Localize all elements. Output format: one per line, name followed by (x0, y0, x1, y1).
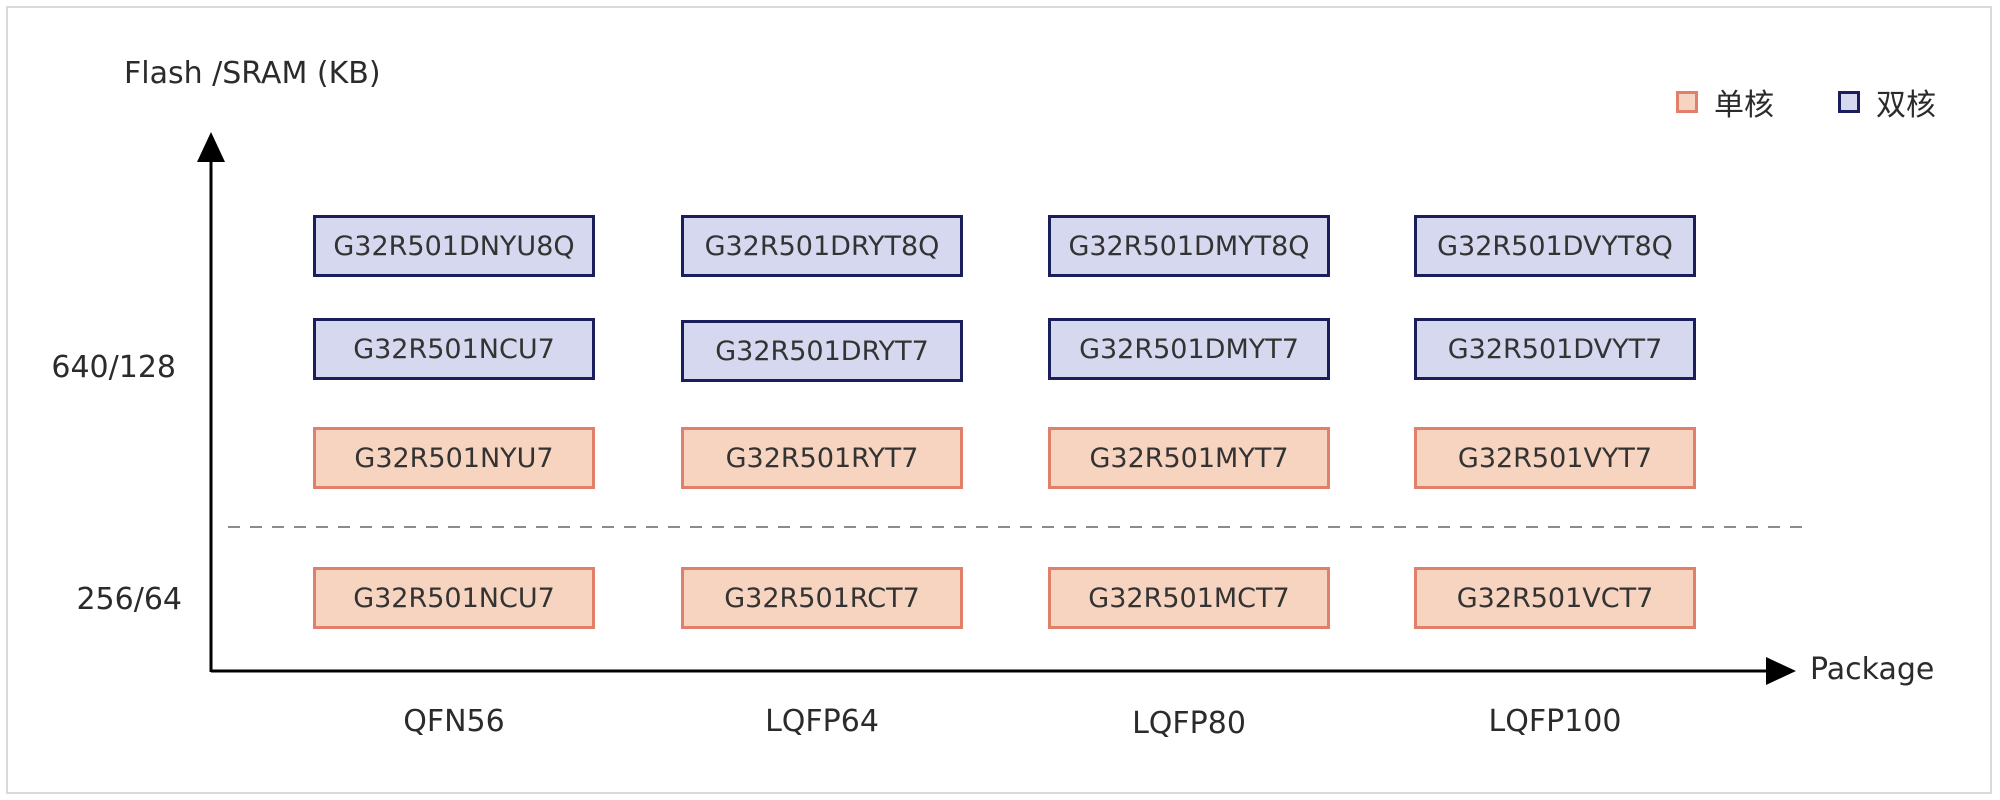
x-axis-title: Package (1810, 652, 1935, 687)
single-core-swatch (1676, 91, 1698, 113)
y-tick-label: 256/64 (76, 582, 182, 617)
part-box-single: G32R501NYU7 (313, 427, 595, 489)
legend-single-core: 单核 (1676, 80, 1774, 124)
diagram-frame (6, 6, 1992, 794)
part-box-dual: G32R501DVYT7 (1414, 318, 1696, 380)
x-axis-arrow (1766, 657, 1796, 685)
part-box-single: G32R501MYT7 (1048, 427, 1330, 489)
part-box-single: G32R501VCT7 (1414, 567, 1696, 629)
part-box-single: G32R501MCT7 (1048, 567, 1330, 629)
x-tick-label: QFN56 (403, 704, 505, 739)
part-box-dual: G32R501DNYU8Q (313, 215, 595, 277)
legend-dual-core: 双核 (1838, 80, 1936, 124)
y-axis-arrow (197, 132, 225, 162)
part-box-dual: G32R501DMYT7 (1048, 318, 1330, 380)
part-box-single: G32R501RYT7 (681, 427, 963, 489)
y-axis-title: Flash /SRAM (KB) (124, 56, 381, 91)
y-tick-label: 640/128 (51, 350, 176, 385)
part-box-dual: G32R501DRYT7 (681, 320, 963, 382)
part-box-dual: G32R501DMYT8Q (1048, 215, 1330, 277)
part-box-dual: G32R501NCU7 (313, 318, 595, 380)
legend-single-label: 单核 (1714, 88, 1774, 123)
x-tick-label: LQFP100 (1488, 704, 1622, 739)
part-box-single: G32R501NCU7 (313, 567, 595, 629)
part-box-single: G32R501RCT7 (681, 567, 963, 629)
x-tick-label: LQFP64 (765, 704, 879, 739)
x-tick-label: LQFP80 (1132, 706, 1246, 741)
part-box-single: G32R501VYT7 (1414, 427, 1696, 489)
legend-dual-label: 双核 (1876, 88, 1936, 123)
dual-core-swatch (1838, 91, 1860, 113)
part-box-dual: G32R501DRYT8Q (681, 215, 963, 277)
part-box-dual: G32R501DVYT8Q (1414, 215, 1696, 277)
